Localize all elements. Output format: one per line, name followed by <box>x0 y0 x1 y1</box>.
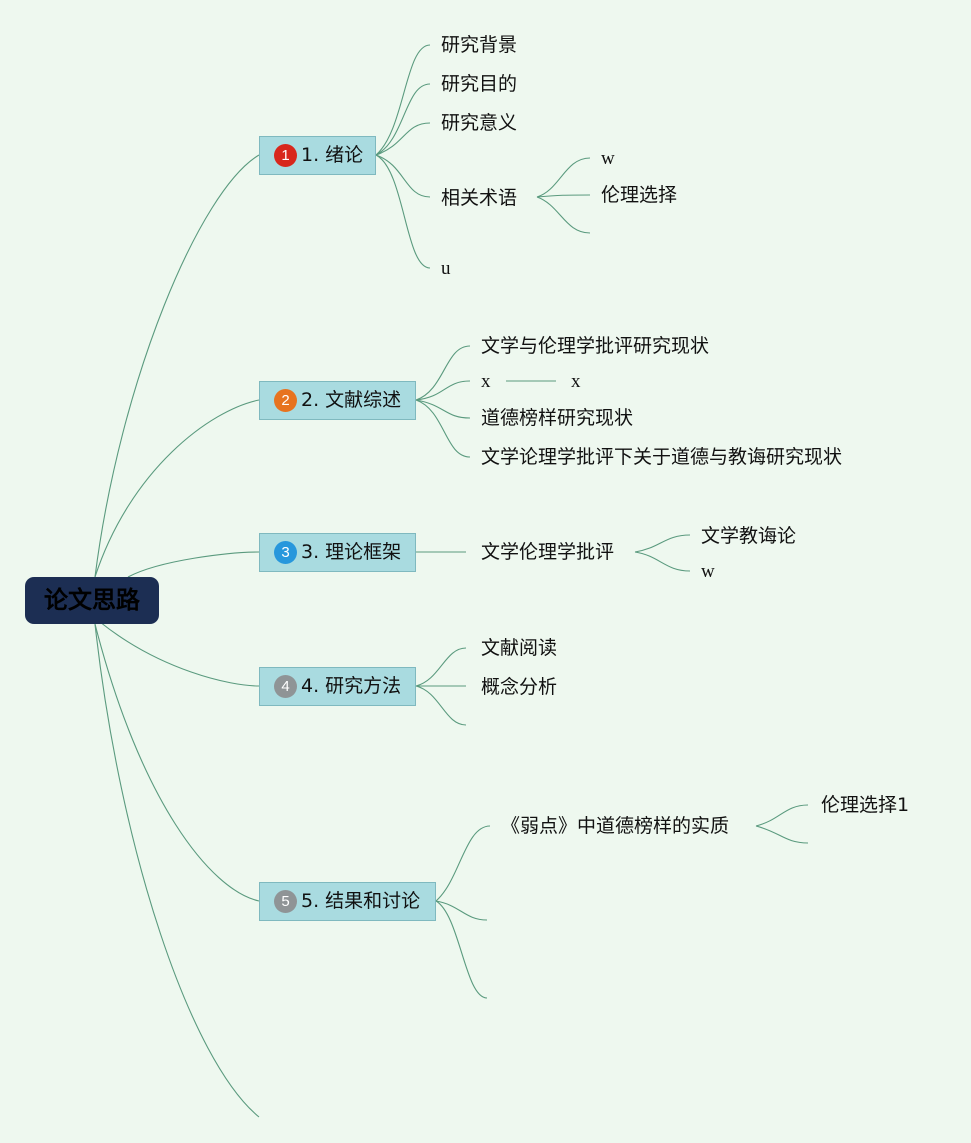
priority-4-badge: 4 <box>274 675 297 698</box>
topic-node-introduction[interactable]: 1 1. 绪论 <box>259 136 376 175</box>
subtopic-node[interactable]: 概念分析 <box>481 676 558 698</box>
subtopic-node[interactable]: 文学伦理学批评 <box>481 541 615 563</box>
connector-t4-c1 <box>415 647 467 687</box>
connector-t5-c3 <box>435 900 488 999</box>
connector-root-topic3 <box>127 551 260 578</box>
subtopic-node[interactable]: 文献阅读 <box>481 637 558 659</box>
connector-t2-c3 <box>415 399 471 419</box>
subtopic-node[interactable]: 文学与伦理学批评研究现状 <box>481 335 710 357</box>
subtopic-node[interactable]: x <box>481 371 491 392</box>
detail-node[interactable]: x <box>571 371 581 392</box>
topic-label: 3. 理论框架 <box>301 541 402 563</box>
priority-5-badge: 5 <box>274 890 297 913</box>
connector-t1-c4 <box>375 154 431 198</box>
connector-t1-c5 <box>375 154 431 269</box>
detail-node[interactable]: 伦理选择1 <box>821 794 910 816</box>
detail-node[interactable]: 文学教诲论 <box>701 525 797 547</box>
subtopic-node[interactable]: 文学论理学批评下关于道德与教诲研究现状 <box>481 446 843 468</box>
connector-t5-g2 <box>755 825 809 844</box>
priority-3-badge: 3 <box>274 541 297 564</box>
connector-root-topic4 <box>99 621 260 687</box>
subtopic-node[interactable]: 相关术语 <box>441 187 518 209</box>
connector-root-topic5 <box>94 623 260 902</box>
subtopic-node[interactable]: 《弱点》中道德榜样的实质 <box>501 815 730 837</box>
connector-t2-c4 <box>415 399 471 458</box>
connector-t5-c2 <box>435 900 488 921</box>
connector-t1-g3 <box>536 196 591 234</box>
topic-node-results-discussion[interactable]: 5 5. 结果和讨论 <box>259 882 436 921</box>
connector-t3-g2 <box>634 551 691 572</box>
topic-node-theoretical-framework[interactable]: 3 3. 理论框架 <box>259 533 416 572</box>
topic-label: 1. 绪论 <box>301 144 364 166</box>
connector-t2-c1 <box>415 345 471 401</box>
topic-label: 5. 结果和讨论 <box>301 890 421 912</box>
connector-t4-c3 <box>415 685 467 726</box>
connector-t1-c3 <box>375 122 431 156</box>
connector-t2-c2 <box>415 380 471 401</box>
priority-2-badge: 2 <box>274 389 297 412</box>
root-node[interactable]: 论文思路 <box>25 577 159 624</box>
topic-node-literature-review[interactable]: 2 2. 文献综述 <box>259 381 416 420</box>
connector-t1-g1 <box>536 157 591 198</box>
subtopic-node[interactable]: 研究背景 <box>441 34 518 56</box>
priority-1-badge: 1 <box>274 144 297 167</box>
detail-node[interactable]: 伦理选择 <box>601 184 678 206</box>
connector-t5-c1 <box>435 825 491 902</box>
subtopic-node[interactable]: 研究意义 <box>441 112 518 134</box>
root-label: 论文思路 <box>44 586 140 614</box>
connector-root-topic1 <box>94 154 260 578</box>
connector-root-empty <box>94 623 260 1118</box>
connector-t3-g1 <box>634 534 691 553</box>
topic-node-research-methods[interactable]: 4 4. 研究方法 <box>259 667 416 706</box>
topic-label: 2. 文献综述 <box>301 389 402 411</box>
connector-t1-g2 <box>536 194 591 198</box>
connector-root-topic2 <box>94 399 260 578</box>
connector-t5-g1 <box>755 804 809 827</box>
subtopic-node[interactable]: 道德榜样研究现状 <box>481 407 634 429</box>
subtopic-node[interactable]: 研究目的 <box>441 73 518 95</box>
subtopic-node[interactable]: u <box>441 258 451 279</box>
detail-node[interactable]: w <box>701 561 715 582</box>
connector-t1-c2 <box>375 83 431 156</box>
topic-label: 4. 研究方法 <box>301 675 402 697</box>
detail-node[interactable]: w <box>601 148 615 169</box>
connector-t1-c1 <box>375 44 431 156</box>
